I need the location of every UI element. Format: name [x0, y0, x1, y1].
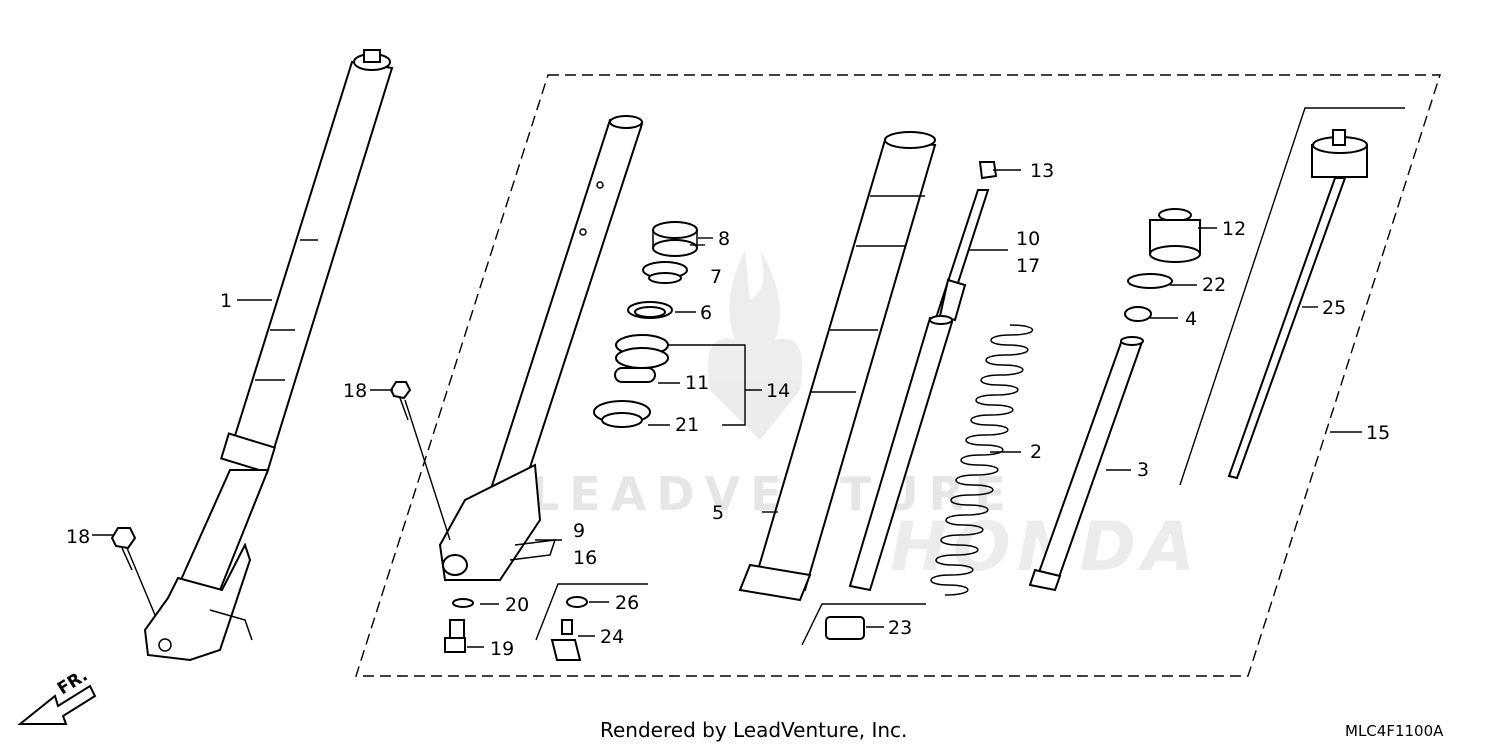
callout-18-left[interactable]: 18	[66, 526, 90, 548]
render-credit: Rendered by LeadVenture, Inc.	[600, 718, 908, 742]
callout-11[interactable]: 11	[685, 372, 709, 394]
callout-3[interactable]: 3	[1137, 459, 1149, 481]
bolt-18-left	[110, 527, 137, 571]
front-direction-arrow: FR.	[17, 666, 97, 725]
callout-6[interactable]: 6	[700, 302, 712, 324]
callout-4[interactable]: 4	[1185, 308, 1197, 330]
callout-24[interactable]: 24	[600, 626, 624, 648]
callout-14[interactable]: 14	[766, 380, 790, 402]
callout-25[interactable]: 25	[1322, 297, 1346, 319]
callout-23[interactable]: 23	[888, 617, 912, 639]
watermark: LEADVENTURE HONDA	[530, 250, 1195, 587]
cartridge-assembly	[1179, 107, 1405, 486]
bottom-case	[438, 115, 644, 581]
callout-10[interactable]: 10	[1016, 228, 1040, 250]
diagram-code: MLC4F1100A	[1345, 722, 1444, 740]
callout-26[interactable]: 26	[615, 592, 639, 614]
fork-assembly	[143, 49, 394, 662]
callout-1[interactable]: 1	[220, 290, 232, 312]
callout-12[interactable]: 12	[1222, 218, 1246, 240]
callout-17[interactable]: 17	[1016, 255, 1040, 277]
callout-2[interactable]: 2	[1030, 441, 1042, 463]
callout-18-center[interactable]: 18	[343, 380, 367, 402]
callout-20[interactable]: 20	[505, 594, 529, 616]
kit-outline-dashed	[355, 74, 1441, 677]
callout-16[interactable]: 16	[573, 547, 597, 569]
small-hardware	[444, 596, 588, 661]
fork-cap-set	[1124, 208, 1201, 322]
callout-5[interactable]: 5	[712, 502, 724, 524]
callout-22[interactable]: 22	[1202, 274, 1226, 296]
bolt-18-center	[389, 381, 412, 421]
callout-19[interactable]: 19	[490, 638, 514, 660]
outer-tube	[738, 131, 937, 602]
callout-9[interactable]: 9	[573, 520, 585, 542]
callout-8[interactable]: 8	[718, 228, 730, 250]
seal-stack	[593, 221, 698, 428]
spring-collar-tube	[1028, 336, 1144, 592]
callout-15[interactable]: 15	[1366, 422, 1390, 444]
callouts: 1 2 3 4 5 6 7 8 9 10 11 12 13 14 15 16 1…	[66, 160, 1390, 660]
callout-7[interactable]: 7	[710, 266, 722, 288]
leader-lines	[92, 169, 1362, 648]
callout-13[interactable]: 13	[1030, 160, 1054, 182]
callout-21[interactable]: 21	[675, 414, 699, 436]
watermark-flame-icon	[707, 250, 803, 440]
fork-spring	[930, 324, 1033, 596]
damper-rod	[848, 161, 998, 592]
